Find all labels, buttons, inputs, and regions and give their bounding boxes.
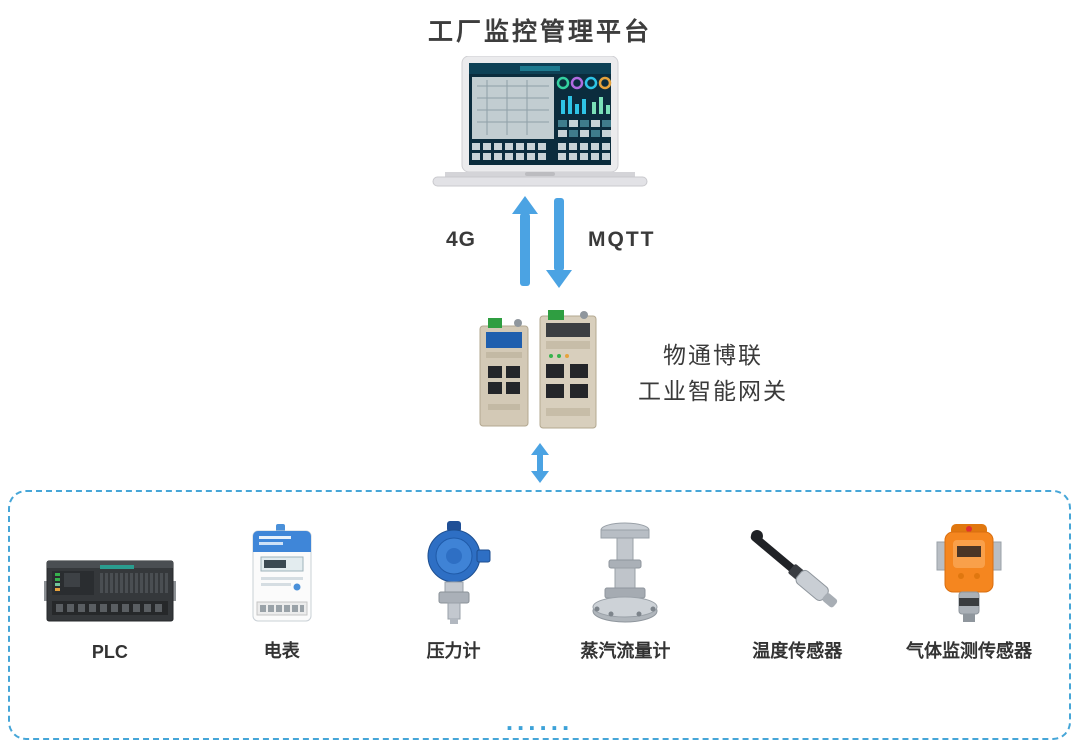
industrial-gateway-icon: [478, 310, 610, 432]
gas-sensor-icon: [927, 520, 1011, 624]
device-label-pressure-gauge: 压力计: [426, 641, 481, 661]
pressure-gauge-icon: [414, 520, 494, 624]
device-plc: PLC: [27, 525, 193, 663]
device-gas-sensor: 气体监测传感器: [886, 520, 1052, 663]
device-label-plc: PLC: [91, 642, 128, 662]
field-devices-group: PLC: [8, 490, 1071, 740]
uplink-4g-label: 4G: [446, 228, 477, 251]
device-label-temperature-sensor: 温度传感器: [752, 641, 843, 661]
uplink-mqtt-label: MQTT: [588, 228, 656, 251]
device-electric-meter: 电表: [199, 520, 365, 663]
device-pressure-gauge: 压力计: [371, 520, 537, 663]
gateway-label-line2: 工业智能网关: [638, 377, 788, 404]
gateway-label: 物通博联 工业智能网关: [618, 338, 808, 409]
updown-arrow-icon: [531, 443, 549, 483]
laptop-dashboard-icon: [425, 55, 655, 188]
devices-row: PLC: [10, 492, 1069, 663]
more-devices-indicator: ......: [505, 706, 574, 736]
steam-flow-meter-icon: [583, 520, 667, 624]
gateway-label-line1: 物通博联: [663, 342, 763, 368]
page-title: 工厂监控管理平台: [427, 18, 652, 46]
device-label-steam-flow-meter: 蒸汽流量计: [580, 641, 671, 661]
uplink-downlink-arrows-icon: [512, 196, 572, 288]
temperature-sensor-icon: [749, 520, 845, 624]
device-steam-flow-meter: 蒸汽流量计: [542, 520, 708, 663]
device-temperature-sensor: 温度传感器: [714, 520, 880, 663]
device-label-gas-sensor: 气体监测传感器: [906, 641, 1033, 661]
plc-icon: [43, 525, 176, 629]
electric-meter-icon: [244, 520, 320, 624]
device-label-electric-meter: 电表: [263, 641, 300, 661]
